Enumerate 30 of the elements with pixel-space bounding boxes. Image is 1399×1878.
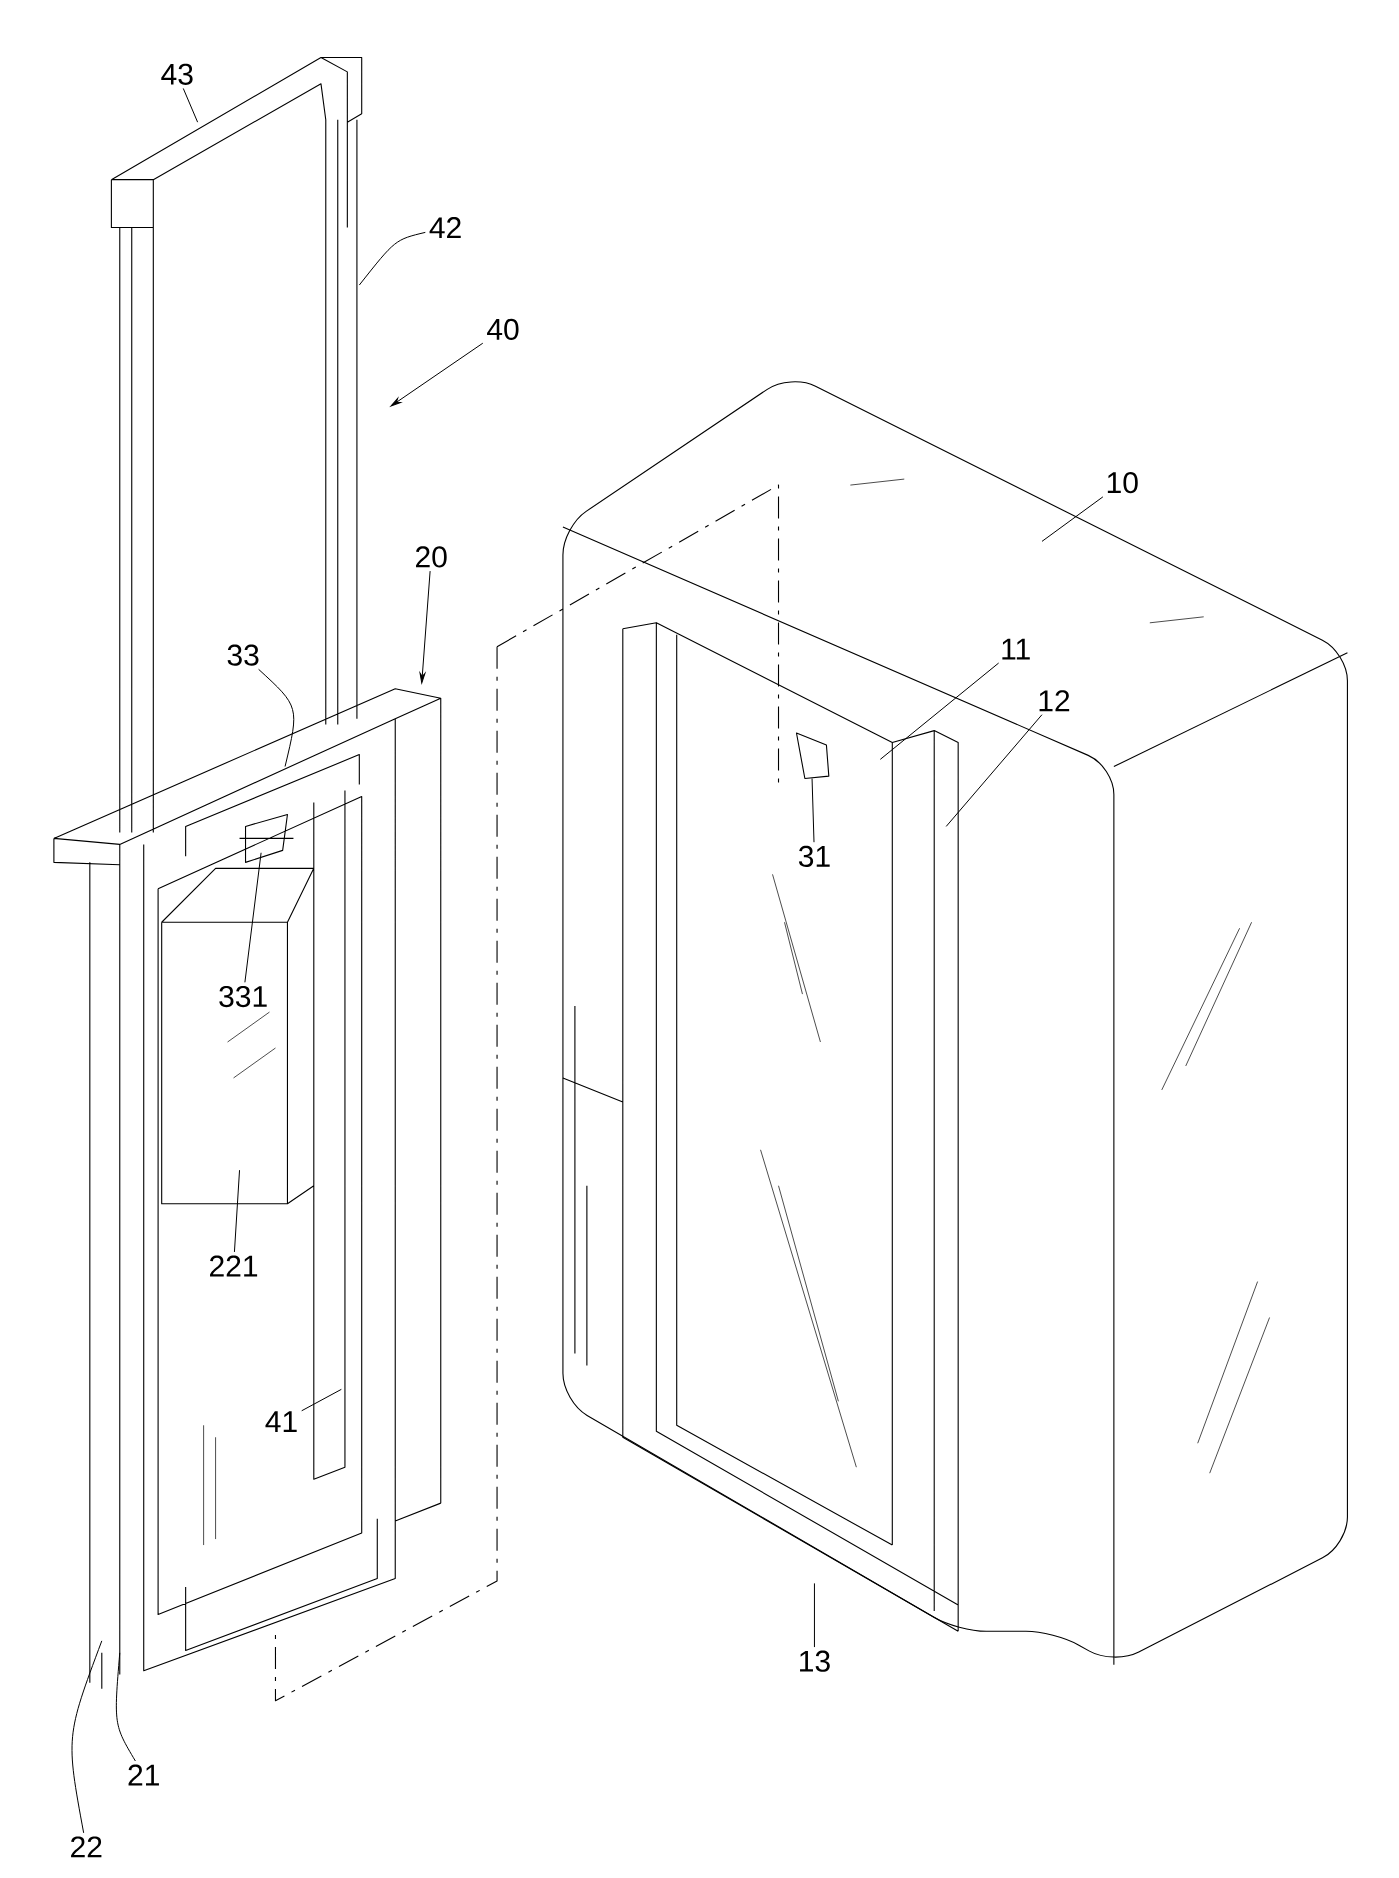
- callout-number: 221: [210, 1255, 258, 1277]
- leader-line: [71, 1640, 103, 1834]
- callout-number: 21: [128, 1764, 159, 1786]
- leader-line: [234, 1169, 241, 1253]
- leader-line: [244, 852, 262, 983]
- callout-number: 10: [1107, 472, 1138, 494]
- callout-number: 41: [265, 1411, 297, 1432]
- callout-number: 13: [800, 1650, 830, 1672]
- callout-number: 42: [429, 217, 461, 239]
- callout-number: 43: [161, 63, 193, 85]
- leader-line: [258, 668, 295, 768]
- leader-line: [814, 1582, 815, 1648]
- leader-line: [182, 87, 199, 123]
- callout-number: 33: [227, 644, 259, 666]
- leader-line: [301, 1388, 342, 1412]
- arrow: [419, 570, 431, 684]
- arrow: [390, 342, 484, 407]
- leader-line: [945, 714, 1043, 827]
- callout-number: 40: [487, 318, 519, 340]
- leader-line: [358, 231, 426, 286]
- callout-number: 22: [71, 1836, 102, 1858]
- callout-number: 20: [416, 546, 447, 568]
- callout-number: 331: [219, 985, 267, 1008]
- callout-number: 31: [798, 845, 830, 867]
- leader-line: [115, 1652, 136, 1762]
- leader-line: [879, 662, 1000, 760]
- callout-number: 12: [1039, 690, 1070, 712]
- leader-line: [811, 778, 815, 843]
- callout-number: 11: [1002, 638, 1030, 660]
- leader-line: [1041, 496, 1104, 542]
